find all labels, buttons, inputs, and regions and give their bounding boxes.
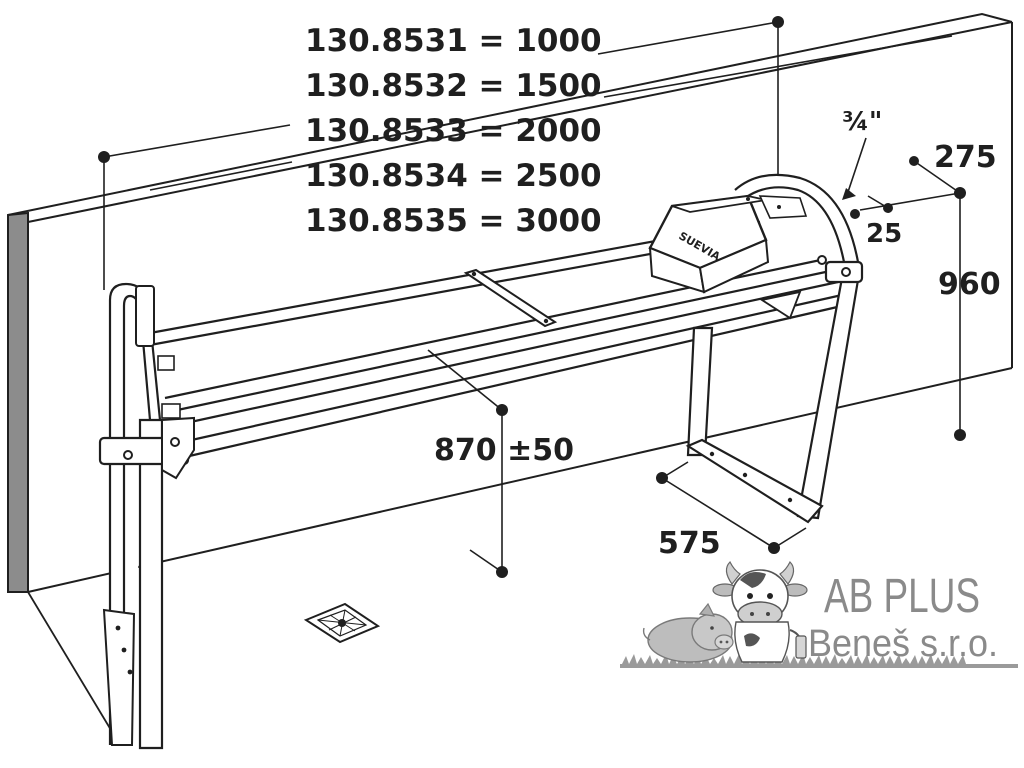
trough-height-label: 870 ±50 (434, 433, 574, 468)
model-row-4: 130.8534 = 2500 (305, 158, 602, 194)
wall (7, 12, 1013, 746)
model-row-3: 130.8533 = 2000 (305, 113, 602, 149)
arrow-head (842, 188, 856, 200)
height-label: 960 (938, 267, 1001, 302)
pipe-size-label: ¾" (842, 107, 882, 137)
brand-logo: AB PLUS Beneš s.r.o. (620, 560, 1018, 668)
cow-illustration (712, 560, 808, 663)
dimension-endpoints (98, 16, 966, 578)
model-row-5: 130.8535 = 3000 (305, 203, 602, 239)
depth-label: 275 (934, 140, 997, 175)
model-row-2: 130.8532 = 1500 (305, 68, 602, 104)
pig-illustration (642, 602, 734, 663)
offset-label: 25 (866, 219, 902, 249)
floor-drain (303, 602, 381, 644)
leader-lines (103, 21, 961, 573)
brand-name: AB PLUS (824, 570, 980, 623)
model-length-list: 130.8531 = 1000 130.8532 = 1500 130.8533… (305, 23, 602, 239)
device-box: SUEVIA (648, 194, 808, 294)
model-row-1: 130.8531 = 1000 (305, 23, 602, 59)
foot-width-label: 575 (658, 526, 721, 561)
brand-subtitle: Beneš s.r.o. (808, 623, 998, 665)
